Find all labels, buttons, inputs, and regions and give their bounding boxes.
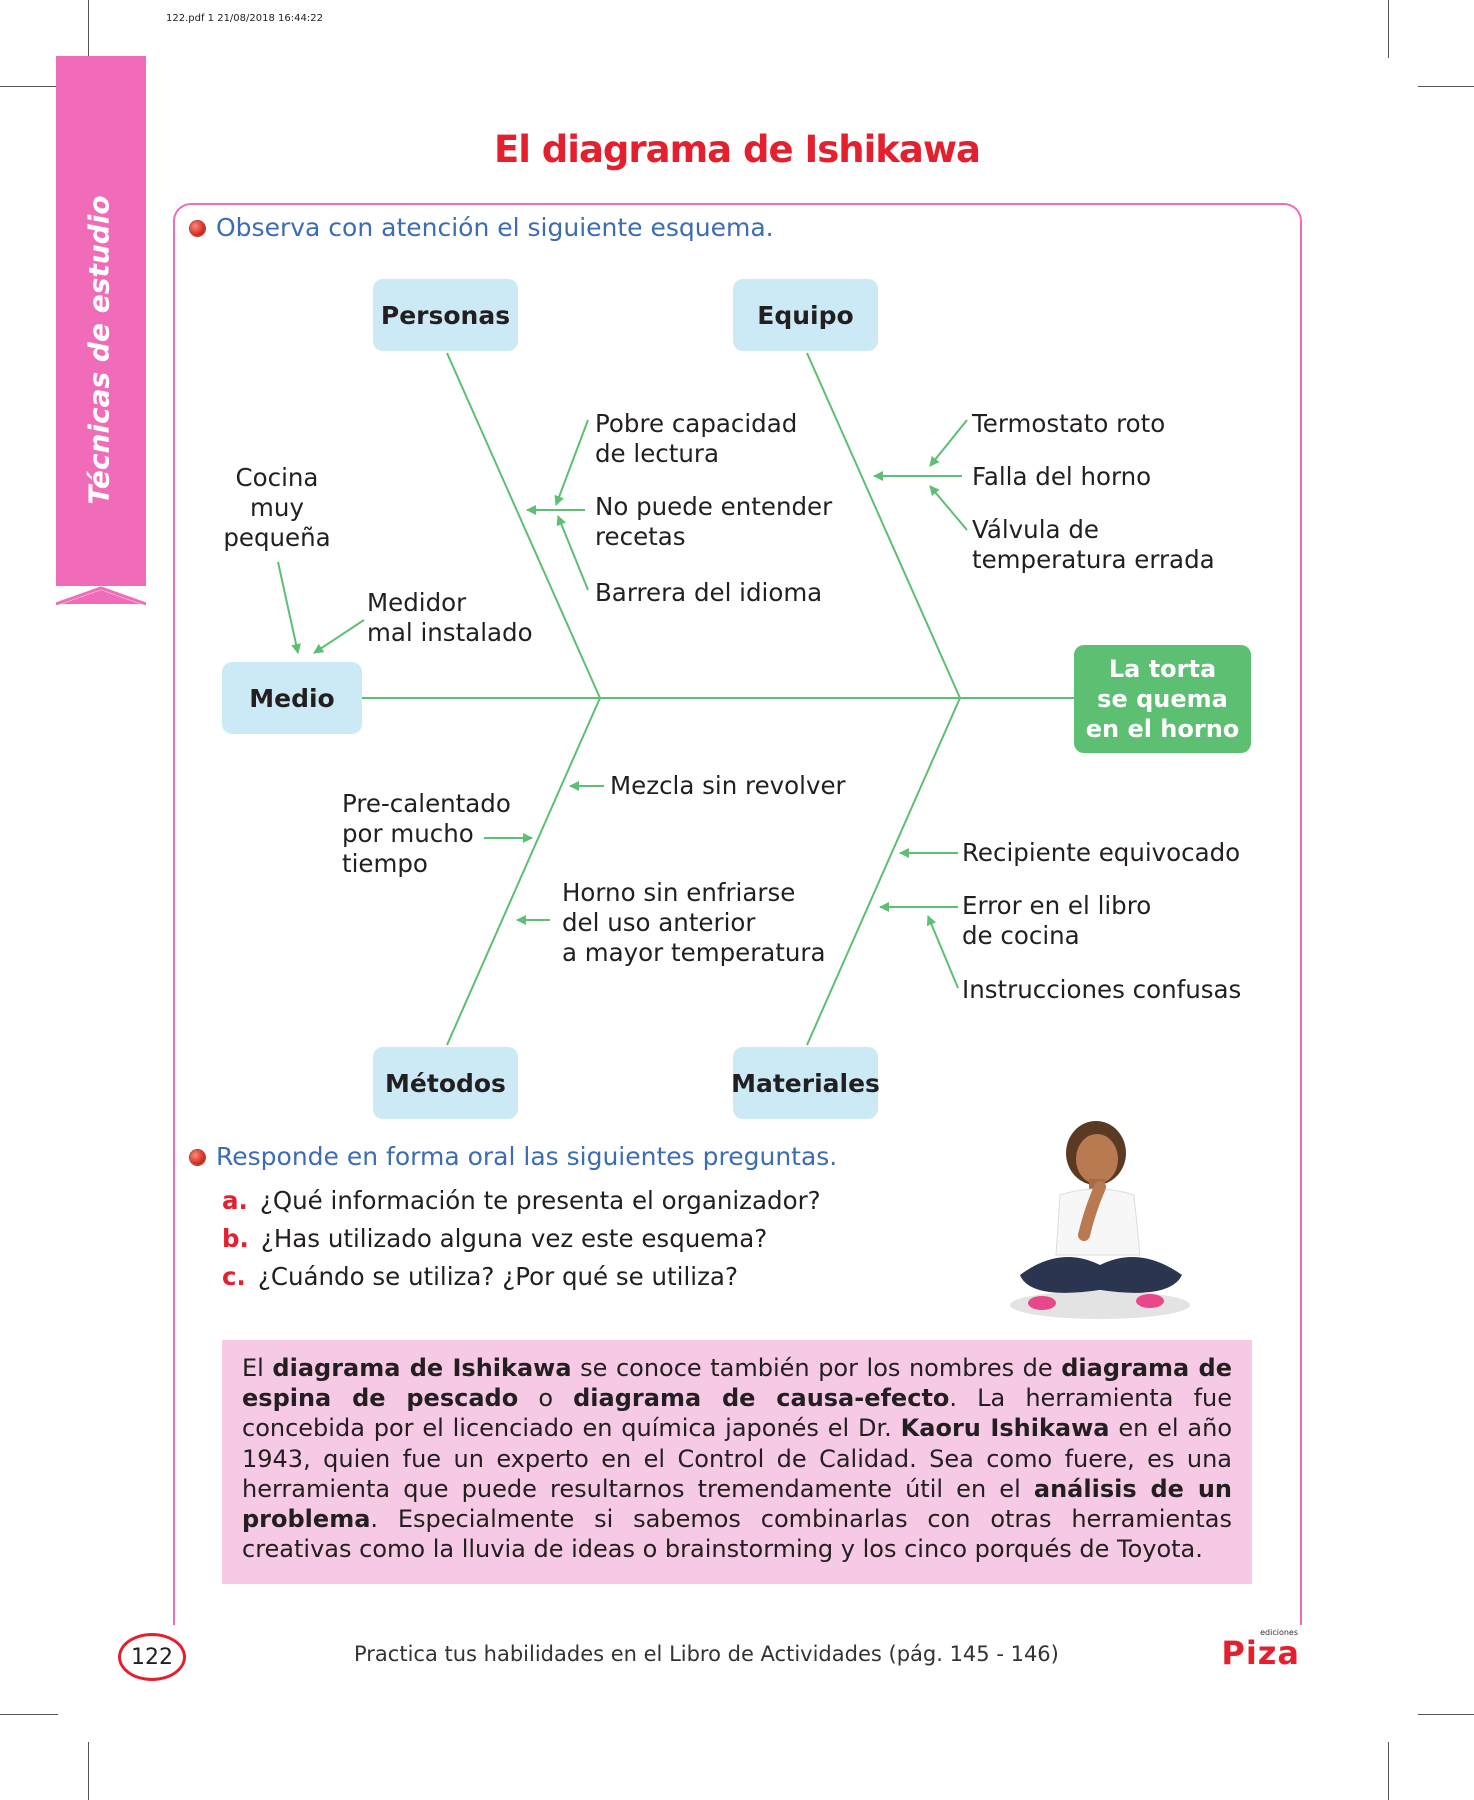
arrow-instrucciones [926, 915, 959, 989]
info-bold-espina: diagrama de espina de pescado [242, 1354, 1233, 1413]
cause-termostato: Termostato roto [972, 409, 1166, 438]
category-equipo: Equipo [733, 279, 878, 351]
category-medio: Medio [222, 662, 362, 734]
footer-text: Practica tus habilidades en el Libro de … [354, 1642, 1059, 1666]
page-title: El diagrama de Ishikawa [493, 128, 981, 171]
category-metodos: Métodos [373, 1047, 518, 1119]
category-personas: Personas [373, 279, 518, 351]
question-letter: a. [222, 1186, 248, 1215]
bone-personas [446, 352, 601, 699]
effect-box: La torta se quema en el horno [1074, 645, 1251, 753]
info-bold-diagrama: diagrama de Ishikawa [272, 1354, 572, 1382]
thinking-girl-image [1010, 1121, 1190, 1319]
arrow-valvula [929, 485, 968, 531]
info-bold-causa-efecto: diagrama de causa-efecto [573, 1384, 950, 1413]
cause-barrera-idioma: Barrera del idioma [595, 578, 823, 607]
bone-equipo [806, 352, 961, 699]
instruction-observe: Observa con atención el siguiente esquem… [216, 213, 774, 242]
crop-mark [88, 1742, 89, 1800]
category-materiales: Materiales [731, 1047, 880, 1119]
crop-mark [1388, 1742, 1389, 1800]
question-a: a. ¿Qué información te presenta el organi… [222, 1186, 821, 1215]
info-text-part: o [518, 1384, 574, 1413]
cause-mezcla: Mezcla sin revolver [610, 771, 846, 800]
logo-main-text: Piza [1221, 1634, 1300, 1672]
question-letter: c. [222, 1262, 246, 1291]
crop-mark [88, 0, 89, 58]
cause-precalentado: Pre-calentado por mucho tiempo [342, 789, 511, 878]
crop-mark [0, 86, 58, 87]
cause-cocina: Cocina muy pequeña [223, 463, 331, 552]
bullet-icon [190, 1150, 205, 1165]
question-text: ¿Qué información te presenta el organiza… [259, 1186, 821, 1215]
arrow-cocina [277, 561, 301, 654]
question-b: b. ¿Has utilizado alguna vez este esquema… [222, 1224, 767, 1253]
cause-falla-horno: Falla del horno [972, 462, 1152, 491]
cause-instrucciones: Instrucciones confusas [962, 975, 1242, 1004]
crop-mark [1418, 1714, 1474, 1715]
arrow-barrera [556, 515, 589, 591]
info-text-part: . La herramienta fue concebida por el li… [242, 1384, 1233, 1443]
crop-mark [1418, 86, 1474, 87]
info-text-part: en el año 1943, quien fue un experto en … [242, 1414, 1233, 1503]
cause-pobre-capacidad: Pobre capacidad de lectura [595, 409, 798, 468]
cause-valvula: Válvula de temperatura errada [972, 515, 1215, 574]
arrow-termostato [929, 419, 968, 467]
question-text: ¿Has utilizado alguna vez este esquema? [260, 1224, 768, 1253]
question-c: c. ¿Cuándo se utiliza? ¿Por qué se utiliz… [222, 1262, 738, 1291]
arrow-pobre [554, 419, 589, 506]
info-text-part: . Especialmente si sabemos combinarlas c… [242, 1505, 1232, 1564]
page-number: 122 [118, 1633, 186, 1681]
print-info: 122.pdf 1 21/08/2018 16:44:22 [166, 13, 323, 24]
cause-recipiente: Recipiente equivocado [962, 838, 1241, 867]
crop-mark [0, 1714, 58, 1715]
question-text: ¿Cuándo se utiliza? ¿Por qué se utiliza? [257, 1262, 738, 1291]
question-letter: b. [222, 1224, 249, 1253]
info-text-part: El [242, 1354, 273, 1382]
info-text: El diagrama de Ishikawa se conoce tambié… [242, 1353, 1232, 1564]
info-bold-kaoru: Kaoru Ishikawa [900, 1414, 1110, 1443]
content-frame [173, 203, 1302, 1625]
bone-metodos [446, 697, 601, 1046]
cause-no-puede-entender: No puede entender recetas [595, 492, 833, 551]
info-bold-analisis: análisis de un problema [242, 1474, 1232, 1534]
cause-error-libro: Error en el libro de cocina [962, 891, 1152, 950]
side-tab-notch [56, 586, 146, 606]
cause-medidor: Medidor mal instalado [367, 588, 533, 647]
info-text-part: se conoce también por los nombres de [571, 1354, 1062, 1382]
side-tab [56, 56, 146, 604]
bone-materiales [806, 697, 961, 1046]
instruction-respond: Responde en forma oral las siguientes pr… [216, 1142, 838, 1171]
piza-logo: ediciones Piza [1208, 1628, 1300, 1672]
crop-mark [1388, 0, 1389, 58]
logo-small-text: ediciones [1260, 1628, 1298, 1637]
arrow-medidor [313, 619, 365, 654]
info-box [222, 1340, 1252, 1584]
cause-horno-sin-enfriarse: Horno sin enfriarse del uso anterior a m… [562, 878, 826, 967]
bullet-icon [190, 221, 205, 236]
